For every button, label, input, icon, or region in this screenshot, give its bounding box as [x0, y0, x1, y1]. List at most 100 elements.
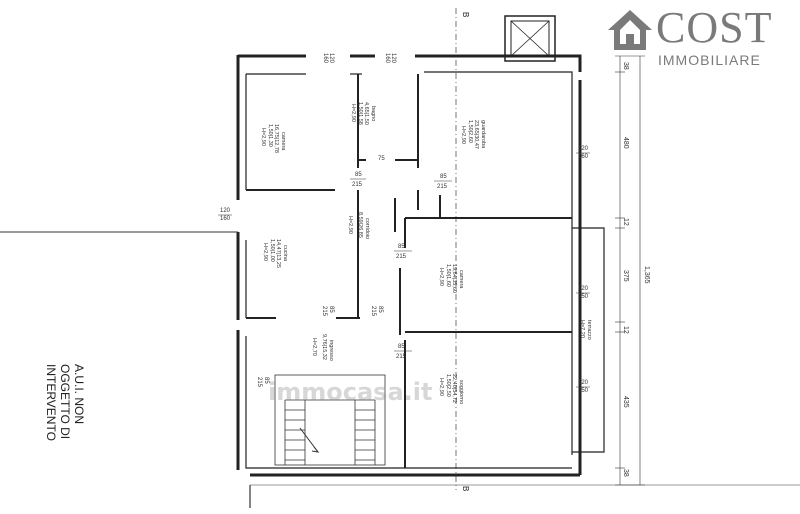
section-mark-bottom: B: [461, 486, 470, 491]
room-terrazzo: terrazzo H=7,20: [579, 320, 592, 340]
svg-text:H=2,90: H=2,90: [262, 243, 268, 261]
svg-text:9,76|15,32: 9,76|15,32: [321, 334, 327, 360]
svg-text:terrazzo: terrazzo: [586, 320, 592, 340]
svg-text:cucina: cucina: [282, 245, 288, 262]
opening-top-mid: 120 160: [384, 53, 396, 64]
logo-subtitle: IMMOBILIARE: [658, 52, 761, 68]
svg-text:1,50|1,60: 1,50|1,60: [445, 264, 451, 287]
svg-text:85: 85: [398, 344, 405, 350]
svg-text:120: 120: [328, 53, 334, 64]
room-cucina: cucina 14,47|13,25 1,50|1,00 H=2,90: [262, 239, 288, 268]
note-line-2: OGGETTO DI: [58, 364, 72, 440]
elevator-shaft: [504, 15, 556, 62]
svg-text:160: 160: [322, 53, 328, 64]
svg-text:bagno: bagno: [370, 106, 376, 121]
svg-text:camera: camera: [280, 132, 286, 151]
svg-text:85: 85: [398, 244, 405, 250]
dim-seg-1: 38: [622, 62, 629, 70]
svg-text:120: 120: [578, 380, 589, 386]
note-line-3: INTERVENTO: [44, 364, 58, 441]
svg-text:120: 120: [390, 53, 396, 64]
svg-text:guardaroba: guardaroba: [480, 120, 486, 149]
dim-seg-3: 12: [622, 218, 629, 226]
opening-right-upper: 120 160: [576, 146, 590, 160]
svg-text:H=2,90: H=2,90: [350, 104, 356, 122]
svg-text:120: 120: [578, 286, 589, 292]
opening-left-entry: 120 160: [218, 208, 232, 222]
room-ingresso: ingresso 9,76|15,32 H=2,70: [311, 334, 334, 361]
dim-seg-6: 435: [622, 396, 629, 408]
door-soggiorno: 85 215: [394, 344, 412, 360]
svg-text:1,50|2,60: 1,50|2,60: [467, 120, 473, 143]
svg-text:H=2,90: H=2,90: [460, 126, 466, 144]
dim-seg-7: 38: [622, 469, 629, 477]
svg-text:4,65|1,50: 4,65|1,50: [363, 102, 369, 125]
svg-text:160: 160: [220, 216, 231, 222]
svg-text:1,50|2,50: 1,50|2,50: [445, 374, 451, 397]
room-camera-2: camera 19,64|35,60 1,50|1,60 H=2,90: [438, 264, 464, 293]
svg-text:85: 85: [377, 306, 383, 313]
house-logo-icon: [608, 10, 652, 50]
note-not-in-scope: A.U.I. NON OGGETTO DI INTERVENTO: [44, 364, 86, 514]
opening-right-mid: 120 250: [576, 286, 590, 300]
svg-text:160: 160: [384, 53, 390, 64]
svg-text:85: 85: [355, 172, 362, 178]
svg-text:215: 215: [396, 254, 407, 260]
room-guardaroba: guardaroba 23,65|30,47 1,50|2,60 H=2,90: [460, 120, 486, 149]
door-guardaroba: 85 215: [434, 174, 452, 190]
room-camera-1: camera 16,75|12,78 1,50|1,30 H=2,90: [260, 124, 286, 153]
door-bagno: 75: [378, 156, 385, 162]
svg-text:14,47|13,25: 14,47|13,25: [275, 239, 281, 268]
svg-text:1,50|1,30: 1,50|1,30: [267, 124, 273, 147]
door-camera1: 85 215: [350, 172, 366, 188]
svg-text:120: 120: [578, 146, 589, 152]
svg-text:250: 250: [578, 388, 589, 394]
svg-text:120: 120: [220, 208, 231, 214]
svg-text:75: 75: [378, 156, 385, 162]
staircase: [274, 374, 386, 466]
door-camera2: 85 215: [394, 244, 412, 260]
door-corridoio: 85 215: [370, 306, 383, 317]
note-line-1: A.U.I. NON: [72, 364, 86, 425]
svg-text:85: 85: [328, 306, 334, 313]
door-cucina: 85 215: [321, 306, 334, 317]
opening-right-low: 120 250: [576, 380, 590, 394]
svg-text:camera: camera: [458, 270, 464, 289]
opening-top-left: 120 160: [322, 53, 334, 64]
svg-text:215: 215: [352, 182, 363, 188]
dimension-chain: [615, 55, 645, 486]
svg-text:215: 215: [437, 184, 448, 190]
svg-text:H=2,90: H=2,90: [438, 268, 444, 286]
svg-text:85: 85: [440, 174, 447, 180]
dim-seg-4: 375: [622, 270, 629, 282]
svg-text:H=2,90: H=2,90: [260, 128, 266, 146]
door-stair: 85 215: [256, 377, 269, 388]
interior-walls: [246, 74, 572, 468]
logo-word: COST: [656, 3, 773, 52]
svg-text:soggiorno: soggiorno: [458, 380, 464, 404]
svg-text:1,50|1,58: 1,50|1,58: [357, 102, 363, 125]
brand-logo: COST IMMOBILIARE: [606, 6, 796, 70]
svg-text:215: 215: [321, 306, 327, 317]
terrace: [572, 227, 605, 453]
svg-text:22,40|34,72: 22,40|34,72: [451, 374, 457, 403]
svg-text:160: 160: [578, 154, 589, 160]
svg-text:H=2,90: H=2,90: [438, 378, 444, 396]
section-mark-top: B: [461, 12, 470, 17]
svg-text:250: 250: [578, 294, 589, 300]
room-corridoio: corridoio 8,59|26,85 H=2,90: [347, 212, 370, 239]
svg-text:corridoio: corridoio: [364, 218, 370, 239]
svg-text:215: 215: [396, 354, 407, 360]
svg-text:H=7,20: H=7,20: [579, 320, 585, 338]
watermark: immocasa.it: [268, 378, 433, 406]
dim-seg-5: 12: [622, 326, 629, 334]
svg-text:16,75|12,78: 16,75|12,78: [273, 124, 279, 153]
svg-text:23,65|30,47: 23,65|30,47: [473, 120, 479, 149]
svg-text:ingresso: ingresso: [328, 340, 334, 361]
svg-text:215: 215: [256, 377, 262, 388]
exterior-walls: [236, 54, 582, 477]
svg-text:85: 85: [263, 377, 269, 384]
exterior-walls-inner: [245, 71, 573, 469]
svg-text:H=2,70: H=2,70: [311, 338, 317, 356]
